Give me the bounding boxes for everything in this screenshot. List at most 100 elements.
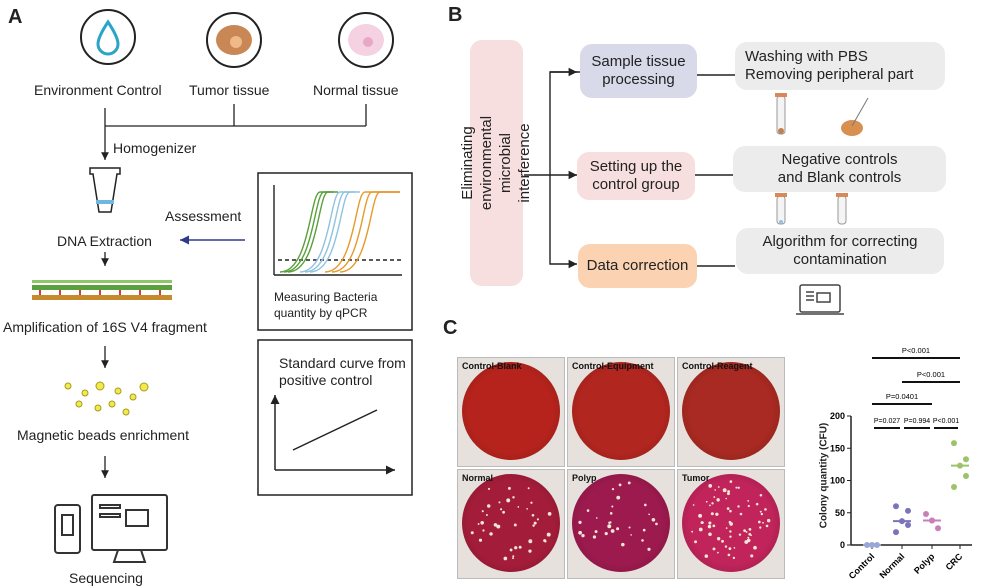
standard-curve-caption: Standard curve from positive control bbox=[279, 355, 406, 388]
dna-fragment-icon bbox=[32, 280, 172, 300]
colony bbox=[692, 504, 695, 506]
water-drop-icon bbox=[80, 9, 136, 65]
colony bbox=[526, 508, 528, 510]
step-magnetic-beads: Magnetic beads enrichment bbox=[17, 427, 189, 443]
colony bbox=[715, 512, 719, 516]
bacterial-colonies bbox=[470, 480, 771, 561]
colony bbox=[642, 528, 646, 532]
colony bbox=[500, 508, 503, 511]
assessment-label: Assessment bbox=[165, 208, 242, 224]
colony bbox=[489, 532, 493, 536]
colony bbox=[712, 547, 716, 551]
source-tumor-tissue: Tumor tissue bbox=[189, 82, 270, 98]
colony bbox=[607, 524, 612, 529]
colony bbox=[533, 521, 537, 525]
colony bbox=[518, 545, 522, 549]
colony bbox=[498, 501, 501, 504]
colony bbox=[512, 555, 515, 558]
colony bbox=[700, 521, 704, 525]
colony bbox=[712, 524, 716, 528]
colony bbox=[759, 510, 762, 513]
colony bbox=[592, 535, 597, 539]
colony bbox=[509, 548, 513, 552]
p-value-label: P=0.027 bbox=[874, 418, 900, 425]
colony bbox=[536, 518, 539, 521]
colony bbox=[713, 496, 716, 498]
colony bbox=[586, 509, 590, 512]
colony bbox=[611, 488, 615, 491]
data-point-normal bbox=[905, 507, 911, 514]
qpcr-box bbox=[257, 172, 413, 331]
p-value-label: P=0.0401 bbox=[886, 392, 918, 401]
plate-normal: Normal bbox=[457, 469, 565, 579]
colony bbox=[618, 483, 622, 487]
colony bbox=[750, 534, 753, 537]
data-point-crc bbox=[963, 472, 969, 479]
colony bbox=[517, 506, 520, 508]
colony bbox=[717, 486, 720, 488]
step-amplification: Amplification of 16S V4 fragment bbox=[3, 319, 207, 335]
p-value-label: P<0.001 bbox=[917, 370, 945, 379]
colony bbox=[704, 554, 709, 558]
colony bbox=[609, 512, 613, 515]
p-value-label: P<0.001 bbox=[933, 418, 959, 425]
connector-lines bbox=[101, 104, 367, 478]
colony bbox=[739, 512, 743, 516]
colony bbox=[485, 514, 488, 516]
colony bbox=[737, 505, 740, 508]
y-tick-label: 200 bbox=[830, 411, 845, 421]
step-dna-extraction: DNA Extraction bbox=[57, 233, 152, 249]
data-point-crc bbox=[963, 456, 969, 463]
step-sequencing: Sequencing bbox=[69, 570, 143, 586]
colony bbox=[493, 523, 498, 527]
tumor-tissue-icon bbox=[206, 12, 262, 68]
colony bbox=[759, 493, 763, 497]
magnetic-beads-icon bbox=[64, 381, 149, 416]
branch-sample-tissue-processing: Sample tissue processing bbox=[580, 44, 697, 98]
homogenizer-label: Homogenizer bbox=[113, 140, 197, 156]
colony bbox=[502, 510, 505, 514]
blank-control-tube-icon bbox=[836, 193, 848, 225]
plate-control-equipment: Control-Equipment bbox=[567, 357, 675, 467]
colony bbox=[737, 486, 740, 489]
x-tick-label: Polyp bbox=[912, 551, 937, 576]
source-normal-tissue: Normal tissue bbox=[313, 82, 399, 98]
colony bbox=[487, 487, 491, 491]
colony bbox=[595, 517, 598, 519]
colony bbox=[722, 488, 727, 493]
colony bbox=[532, 524, 535, 527]
colony bbox=[512, 496, 515, 499]
colony bbox=[760, 512, 764, 516]
colony bbox=[747, 504, 750, 508]
colony bbox=[503, 556, 508, 561]
colony bbox=[627, 481, 631, 485]
colony bbox=[708, 484, 713, 488]
colony bbox=[604, 531, 608, 536]
colony bbox=[753, 545, 757, 550]
colony bbox=[496, 524, 501, 529]
colony bbox=[709, 504, 711, 507]
colony bbox=[727, 553, 731, 557]
colony bbox=[628, 526, 631, 529]
colony bbox=[725, 497, 728, 500]
panel-a-label: A bbox=[8, 6, 23, 28]
colony bbox=[710, 512, 714, 516]
y-tick-label: 50 bbox=[835, 508, 845, 518]
x-tick-label: Normal bbox=[877, 551, 906, 580]
detail-algorithm-correction: Algorithm for correcting contamination bbox=[736, 228, 944, 274]
plate-polyp: Polyp bbox=[567, 469, 675, 579]
colony bbox=[608, 521, 611, 525]
colony bbox=[647, 547, 651, 551]
colony bbox=[594, 530, 598, 534]
colony bbox=[705, 500, 708, 503]
colony bbox=[708, 521, 712, 525]
colony bbox=[716, 498, 720, 502]
colony bbox=[764, 508, 767, 511]
plate-control-blank: Control-Blank bbox=[457, 357, 565, 467]
branch-data-correction: Data correction bbox=[578, 244, 697, 288]
colony bbox=[487, 504, 491, 508]
colony bbox=[610, 529, 615, 533]
colony bbox=[729, 535, 732, 538]
x-tick-label: Control bbox=[847, 551, 877, 581]
